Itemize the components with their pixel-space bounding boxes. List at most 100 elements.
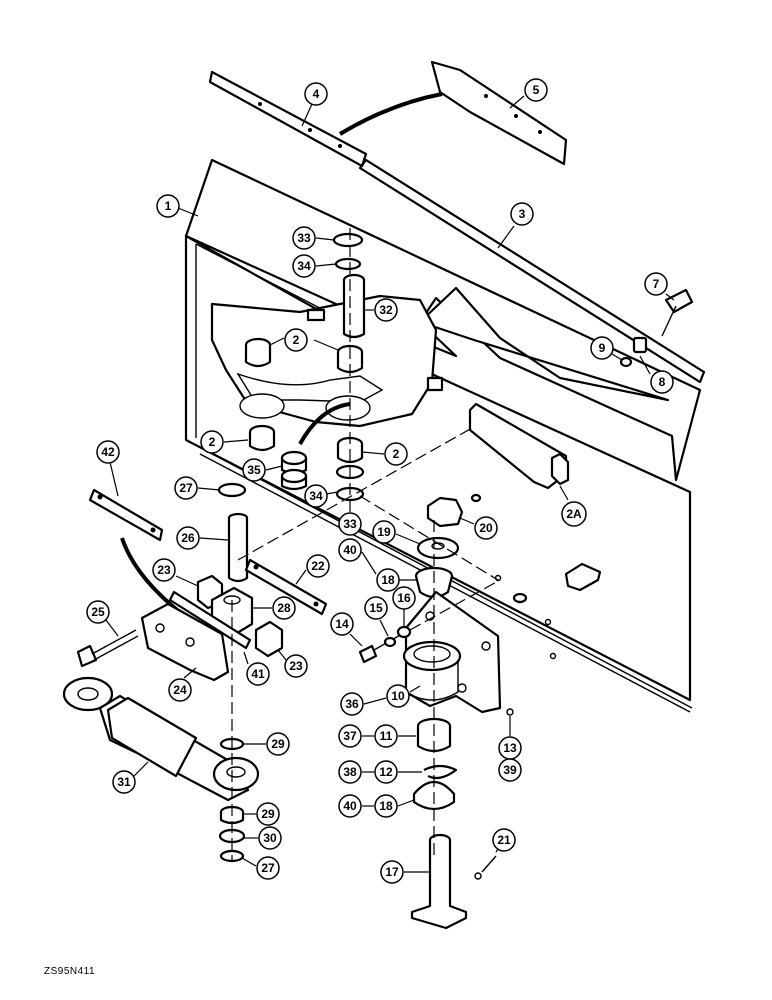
svg-text:2: 2: [209, 435, 216, 449]
svg-text:21: 21: [497, 833, 511, 847]
svg-text:25: 25: [91, 605, 105, 619]
callout-41: 41: [243, 651, 270, 686]
svg-text:33: 33: [297, 231, 311, 245]
callout-37: 37: [338, 724, 374, 748]
callout-23: 23: [277, 649, 308, 678]
svg-text:26: 26: [181, 531, 195, 545]
callout-8: 8: [639, 355, 674, 394]
callout-18: 18: [376, 568, 416, 592]
callout-33: 33: [338, 500, 362, 536]
svg-text:30: 30: [263, 831, 277, 845]
pivot-housing: [402, 590, 502, 714]
callout-19: 19: [372, 520, 421, 545]
svg-text:27: 27: [261, 861, 275, 875]
alignment-lines: [231, 228, 501, 860]
svg-text:33: 33: [343, 517, 357, 531]
callout-26: 26: [176, 526, 229, 550]
svg-text:34: 34: [297, 259, 311, 273]
callout-2: 2: [361, 442, 408, 466]
callout-29: 29: [244, 732, 290, 756]
callout-16: 16: [392, 586, 416, 626]
callout-25: 25: [86, 600, 119, 637]
callout-2: 2: [313, 339, 339, 351]
svg-text:32: 32: [379, 303, 393, 317]
svg-text:23: 23: [157, 563, 171, 577]
callout-21: 21: [492, 828, 516, 853]
callout-38: 38: [338, 760, 374, 784]
callout-3: 3: [497, 202, 534, 249]
svg-text:35: 35: [247, 463, 261, 477]
svg-text:2: 2: [393, 447, 400, 461]
pivot-bolt: [358, 625, 412, 664]
svg-text:7: 7: [653, 277, 660, 291]
callout-32: 32: [364, 298, 398, 322]
svg-text:17: 17: [385, 865, 399, 879]
svg-text:1: 1: [165, 199, 172, 213]
callout-2: 2: [200, 430, 249, 454]
callout-23: 23: [152, 558, 199, 587]
callout-2: 2: [269, 328, 308, 352]
callout-20: 20: [459, 516, 498, 540]
svg-text:19: 19: [377, 525, 391, 539]
svg-text:36: 36: [345, 697, 359, 711]
svg-text:34: 34: [309, 489, 323, 503]
svg-text:10: 10: [391, 689, 405, 703]
end-bit: [338, 60, 568, 166]
svg-text:5: 5: [533, 83, 540, 97]
edge-strip: [208, 70, 368, 168]
svg-text:24: 24: [173, 683, 187, 697]
bushings: [244, 337, 364, 464]
svg-text:29: 29: [261, 807, 275, 821]
svg-text:29: 29: [271, 737, 285, 751]
svg-text:2A: 2A: [566, 507, 582, 521]
svg-text:42: 42: [101, 445, 115, 459]
svg-text:11: 11: [380, 729, 393, 743]
svg-text:8: 8: [659, 375, 666, 389]
bracket-2a: [468, 402, 570, 490]
callout-40: 40: [338, 538, 377, 575]
callout-31: 31: [112, 761, 149, 794]
svg-text:31: 31: [117, 775, 131, 789]
callout-1: 1: [156, 194, 199, 218]
callout-4: 4: [301, 82, 328, 127]
callout-34: 34: [304, 484, 339, 508]
callout-28: 28: [252, 596, 296, 620]
callout-24: 24: [168, 667, 197, 702]
callout-40: 40: [338, 794, 374, 818]
svg-text:4: 4: [313, 87, 320, 101]
svg-text:40: 40: [343, 543, 357, 557]
pivot-frame: [210, 294, 444, 428]
callout-39: 39: [498, 758, 522, 782]
svg-text:15: 15: [369, 601, 383, 615]
svg-text:16: 16: [397, 591, 411, 605]
svg-text:20: 20: [479, 521, 493, 535]
callout-34: 34: [292, 254, 337, 278]
svg-text:9: 9: [599, 341, 606, 355]
pivot-pin-upper: [332, 232, 366, 339]
callout-11: 11: [374, 724, 416, 748]
callout-17: 17: [380, 860, 430, 884]
callout-27: 27: [174, 476, 221, 500]
svg-text:22: 22: [311, 559, 325, 573]
callout-42: 42: [96, 440, 120, 497]
nut-washer-stack: [414, 496, 464, 599]
svg-text:23: 23: [289, 659, 303, 673]
svg-text:38: 38: [343, 765, 357, 779]
callout-12: 12: [374, 760, 422, 784]
bolt-nut-hardware: [619, 288, 694, 368]
svg-text:3: 3: [519, 207, 526, 221]
callout-13: 13: [498, 716, 522, 760]
callout-5: 5: [509, 78, 548, 109]
cylinder-pin: [217, 482, 249, 583]
callout-30: 30: [244, 826, 282, 850]
callout-22: 22: [295, 554, 330, 585]
callout-2a: 2A: [559, 485, 587, 527]
callout-7: 7: [644, 272, 675, 301]
svg-text:2: 2: [293, 333, 300, 347]
callout-29: 29: [244, 802, 280, 826]
svg-text:40: 40: [343, 799, 357, 813]
callout-9: 9: [590, 336, 623, 361]
callout-10: 10: [386, 684, 421, 708]
